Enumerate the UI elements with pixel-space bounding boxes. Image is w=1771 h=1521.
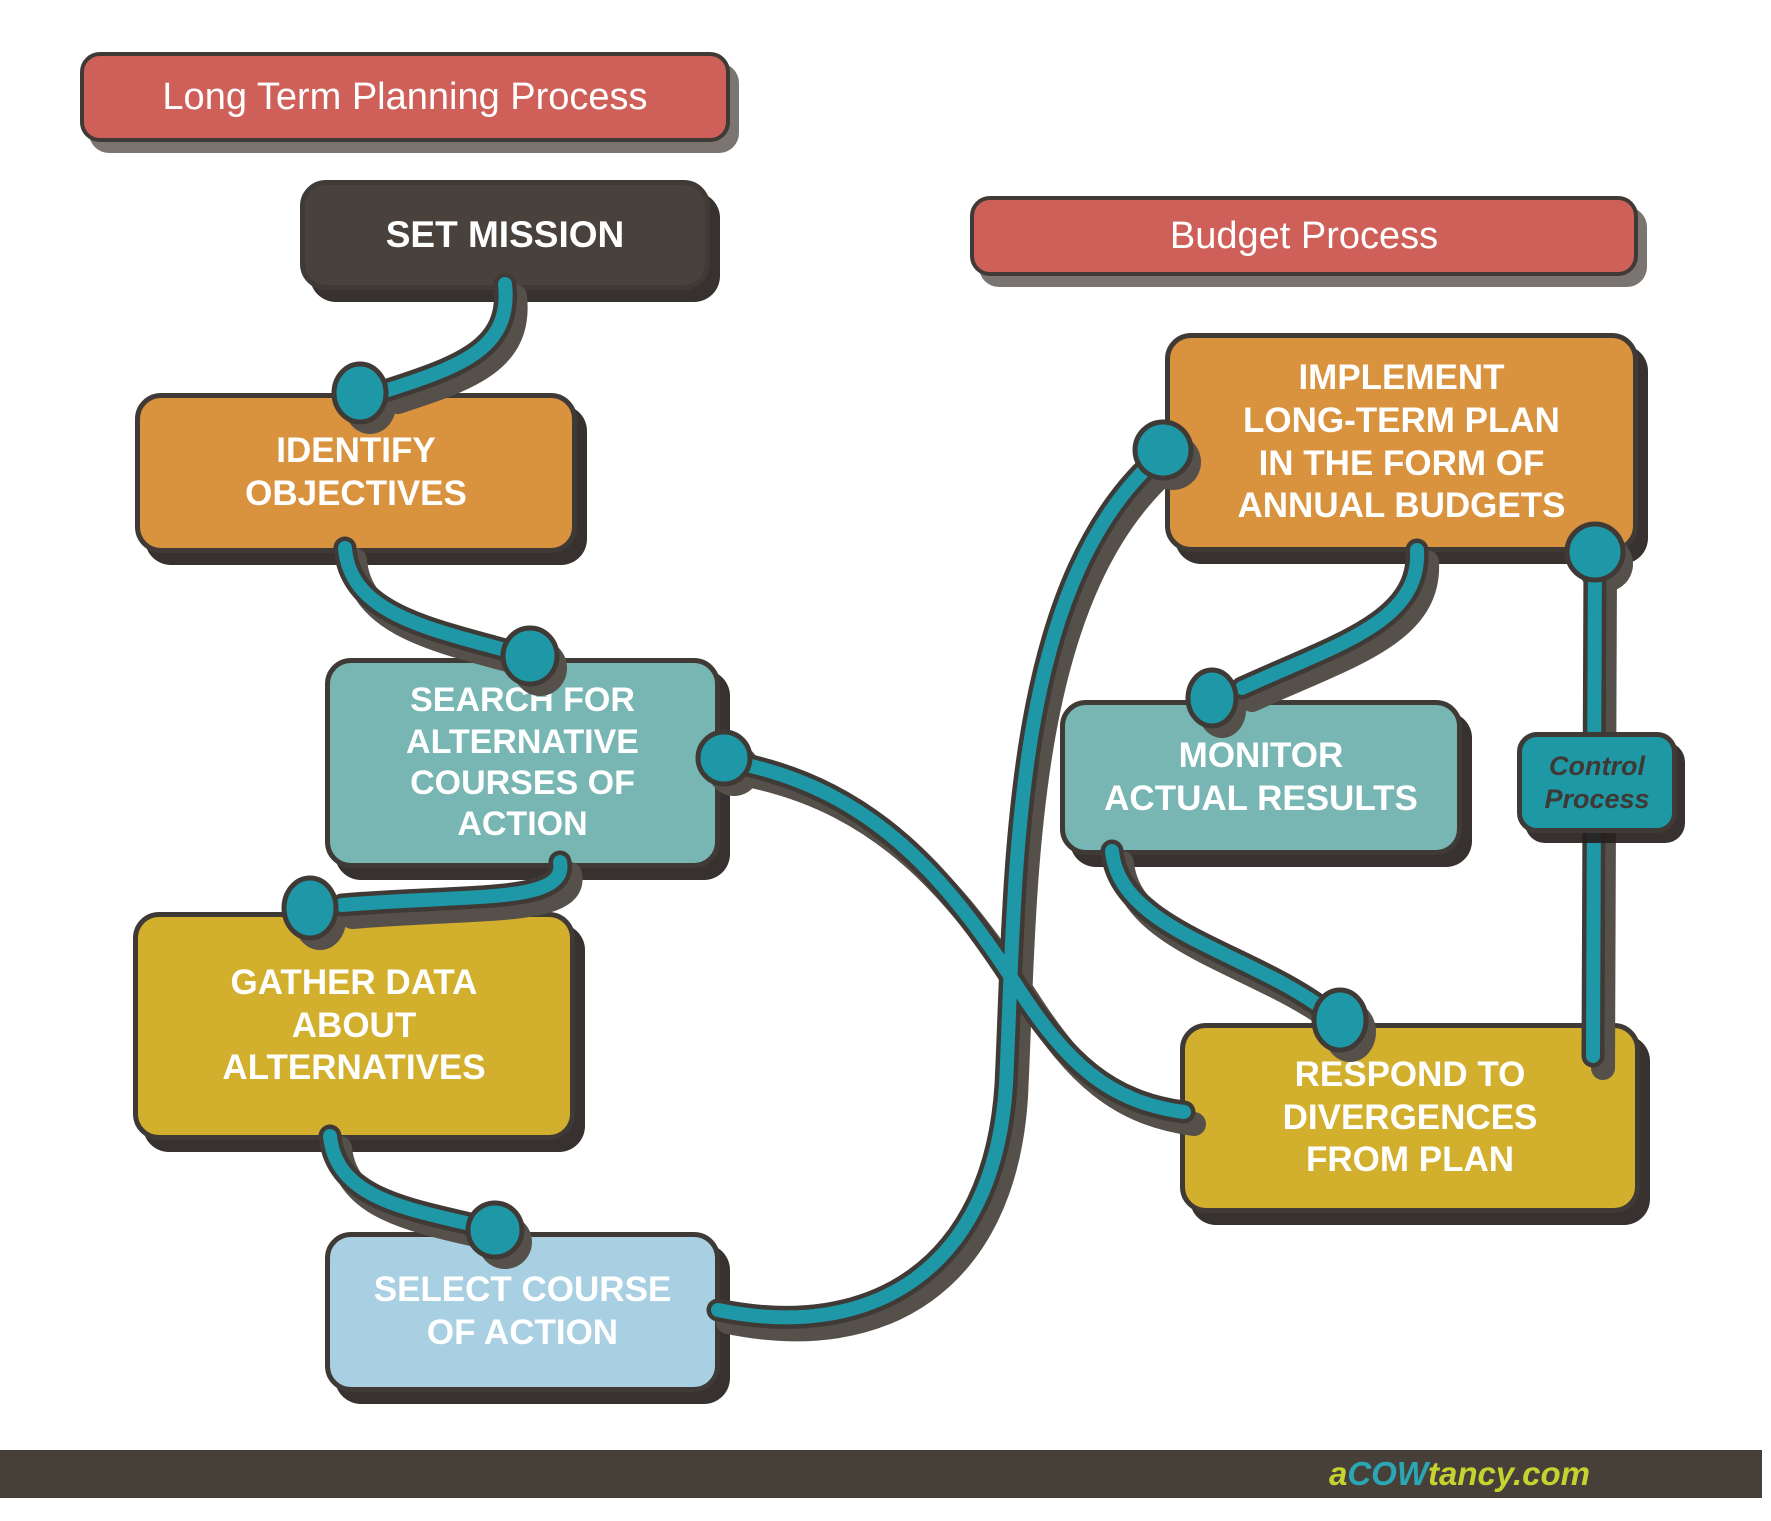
node-select-course-of-action: SELECT COURSE OF ACTION	[325, 1232, 720, 1392]
node-search-alternative-courses: SEARCH FOR ALTERNATIVE COURSES OF ACTION	[325, 658, 720, 868]
connector-search-to-gather	[335, 855, 568, 912]
header-budget-process: Budget Process	[970, 196, 1638, 276]
node-respond-to-divergences: RESPOND TO DIVERGENCES FROM PLAN	[1180, 1023, 1640, 1213]
connector-gather-to-select	[323, 1129, 477, 1231]
node-monitor-actual-results: MONITOR ACTUAL RESULTS	[1060, 700, 1462, 855]
brand-acowtancy: aCOWtancy.com	[1329, 1455, 1590, 1493]
node-control-process: Control Process	[1517, 732, 1677, 833]
connector-mission-to-objectives	[381, 277, 513, 397]
connector-objectives-to-search	[338, 541, 512, 657]
footer-bar: aCOWtancy.com	[0, 1450, 1762, 1498]
brand-cow: COW	[1347, 1455, 1428, 1492]
node-identify-objectives: IDENTIFY OBJECTIVES	[135, 393, 577, 553]
header-long-term-planning-process: Long Term Planning Process	[80, 52, 730, 142]
connector-monitor-to-respond	[1105, 844, 1337, 1021]
connector-implement-to-monitor	[1235, 543, 1425, 695]
node-set-mission: SET MISSION	[300, 180, 710, 290]
brand-rest: tancy.com	[1427, 1455, 1590, 1492]
connector-select-to-implement	[711, 453, 1162, 1325]
node-implement-long-term-plan: IMPLEMENT LONG-TERM PLAN IN THE FORM OF …	[1165, 333, 1638, 552]
node-gather-data-about-alternatives: GATHER DATA ABOUT ALTERNATIVES	[133, 912, 575, 1140]
brand-a: a	[1328, 1455, 1348, 1492]
